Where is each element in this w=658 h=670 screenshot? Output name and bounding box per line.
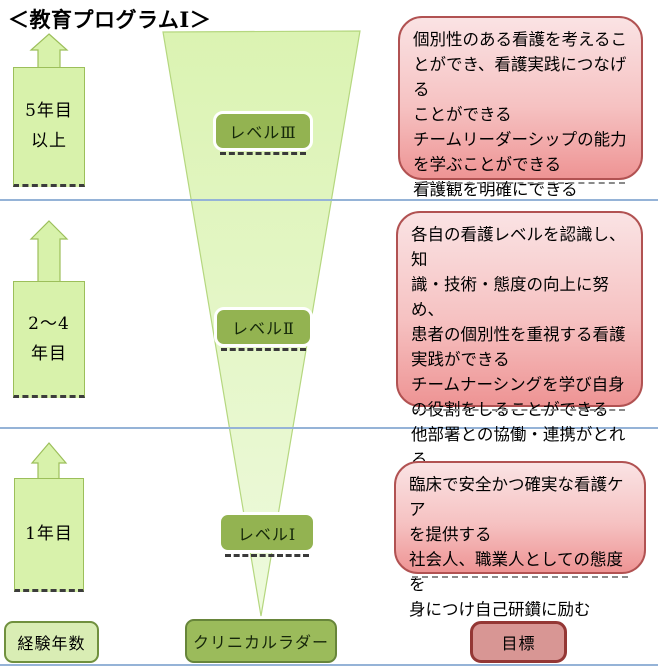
goal-box-level3: 個別性のある看護を考えるこ とができ、看護実践につなげる ことができる チームリ… bbox=[398, 16, 643, 199]
section-divider bbox=[0, 199, 658, 201]
level-1-box: レベルⅠ bbox=[218, 512, 316, 557]
experience-label-1year: 1年目 bbox=[14, 478, 84, 592]
up-arrow-icon bbox=[29, 220, 69, 282]
goal-box-level2: 各自の看護レベルを認識し、知 識・技術・態度の向上に努め、 患者の個別性を重視す… bbox=[396, 211, 643, 469]
experience-arrow-5years: 5年目 以上 bbox=[13, 32, 85, 190]
level-2-box: レベルⅡ bbox=[214, 307, 313, 351]
experience-years-tag: 経験年数 bbox=[4, 621, 99, 663]
experience-label-2to4years: 2～4 年目 bbox=[13, 281, 85, 398]
clinical-ladder-tag: クリニカルラダー bbox=[185, 619, 337, 663]
experience-label-5years: 5年目 以上 bbox=[13, 67, 85, 187]
up-arrow-icon bbox=[30, 442, 68, 479]
level-3-box: レベルⅢ bbox=[213, 111, 313, 155]
page-title: ＜教育プログラムⅠ＞ bbox=[8, 7, 212, 32]
section-divider bbox=[0, 427, 658, 429]
experience-arrow-2to4years: 2～4 年目 bbox=[13, 219, 85, 401]
experience-arrow-1year: 1年目 bbox=[14, 441, 84, 593]
section-divider bbox=[0, 664, 658, 666]
up-arrow-icon bbox=[29, 33, 69, 68]
goal-tag: 目標 bbox=[470, 621, 567, 663]
goal-box-level1: 臨床で安全かつ確実な看護ケア を提供する 社会人、職業人としての態度を 身につけ… bbox=[394, 461, 646, 619]
